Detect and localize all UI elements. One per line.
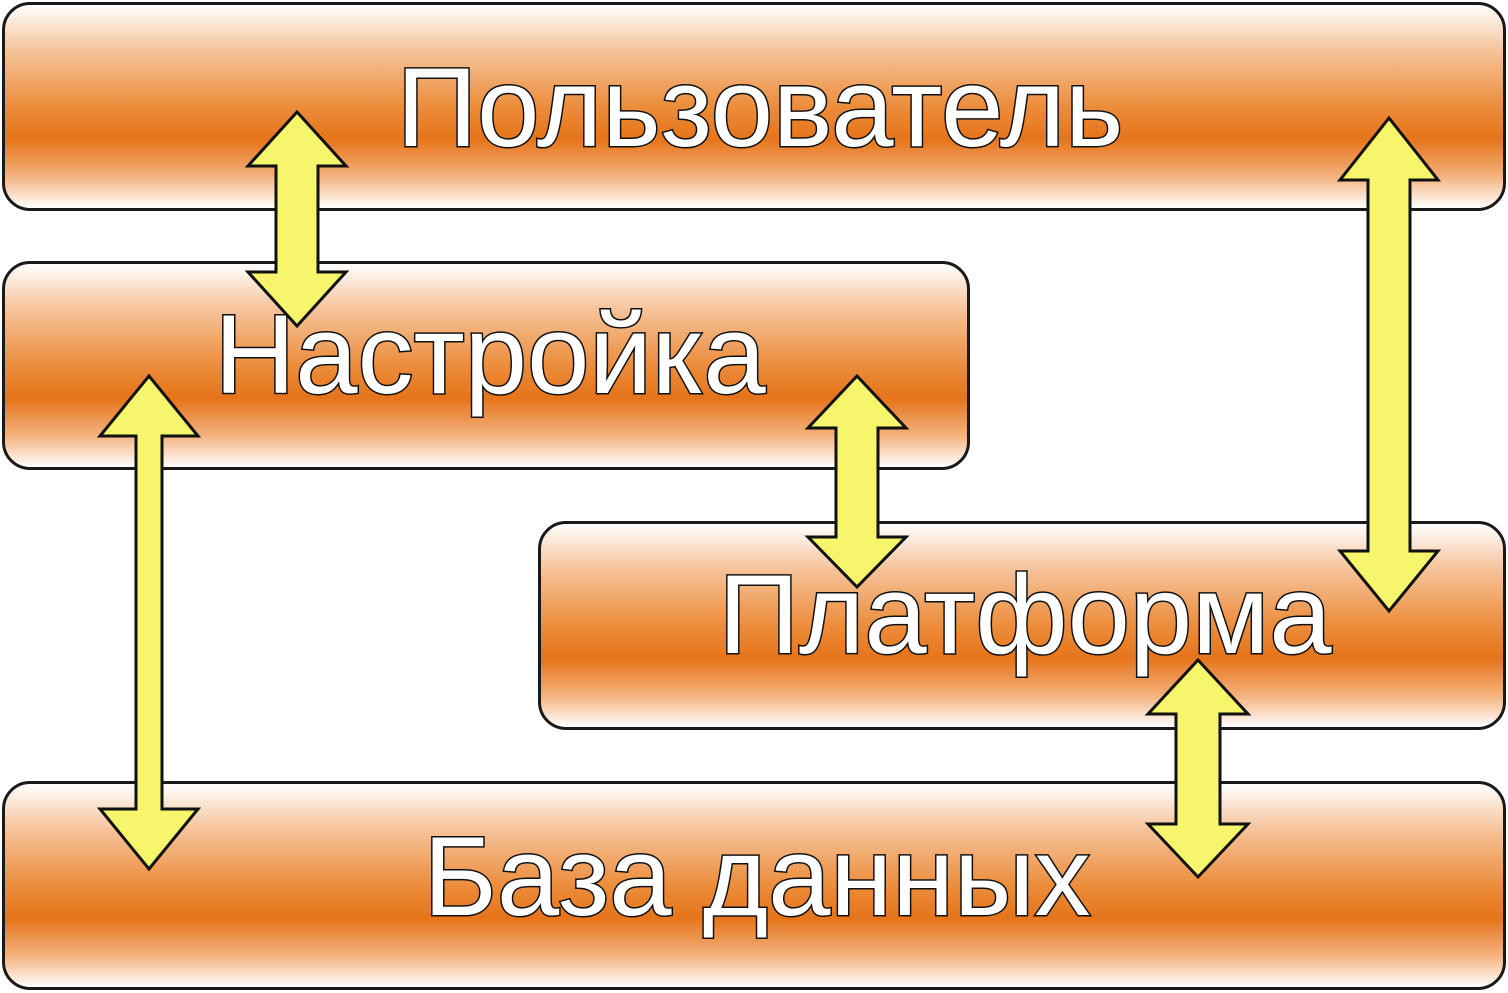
layer-user-label: Пользователь — [397, 45, 1124, 170]
arrow-settings-platform — [804, 373, 910, 590]
layer-database-box — [2, 781, 1506, 990]
layer-database-label: База данных — [423, 814, 1090, 939]
layer-platform-label: Платформа — [719, 552, 1333, 677]
arrow-settings-database — [96, 373, 202, 872]
arrow-user-platform — [1336, 115, 1442, 614]
layer-user-box — [2, 2, 1506, 211]
arrow-platform-database — [1144, 657, 1252, 880]
arrow-user-settings — [244, 109, 350, 329]
